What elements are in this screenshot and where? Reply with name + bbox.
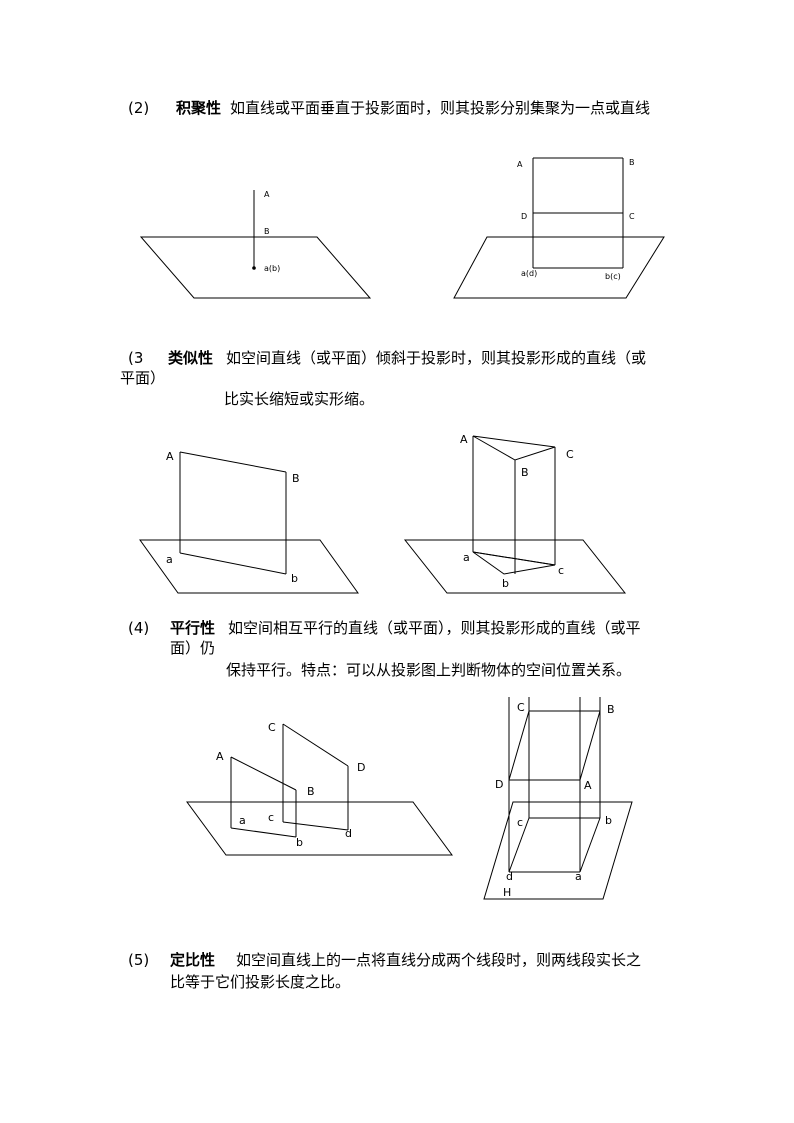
section-5-description-wrap: 比等于它们投影长度之比。 [170, 973, 351, 991]
section-5-description: 如空间直线上的一点将直线分成两个线段时，则两线段实长之 [236, 951, 642, 969]
section-2-description: 如直线或平面垂直于投影面时，则其投影分别集聚为一点或直线 [230, 99, 651, 117]
fig5-label-B: B [307, 785, 315, 798]
section-4-description: 如空间相互平行的直线（或平面），则其投影形成的直线（或平 [228, 619, 641, 637]
fig5-projection-plane [186, 801, 453, 856]
fig6-label-a: a [575, 870, 582, 883]
fig6-label-b: b [605, 814, 612, 827]
fig6-label-A: A [584, 779, 592, 792]
fig2-label-B: B [629, 158, 635, 167]
section-3-number: (3 [128, 349, 144, 367]
fig3-label-B: B [292, 472, 300, 485]
fig4-label-c: c [558, 564, 564, 577]
figure-6-parallel-planes: C B D A c b d a H [483, 697, 633, 900]
fig6-edge-DC [508, 710, 530, 781]
fig6-label-D: D [495, 778, 503, 791]
fig3-label-b: b [291, 572, 298, 585]
fig2-label-D: D [521, 212, 527, 221]
figure-5-parallel-lines: A B C D a b c d [186, 721, 453, 856]
fig4-label-A: A [460, 433, 468, 446]
fig5-label-C: C [268, 721, 276, 734]
fig6-proj-ab [579, 817, 601, 873]
fig2-label-proj-right: b(c) [605, 272, 621, 281]
fig6-projection-plane [483, 801, 633, 900]
figure-2-plane-perpendicular: A B D C a(d) b(c) [453, 157, 665, 299]
fig2-projection-plane [453, 236, 665, 299]
fig3-label-a: a [166, 553, 173, 566]
section-2-term: 积聚性 [176, 99, 222, 117]
fig3-label-A: A [166, 450, 174, 463]
fig5-projection-ab [230, 827, 297, 838]
section-3-description-wrap: 平面） [120, 369, 166, 387]
section-5-number: (5) [128, 951, 150, 969]
fig4-triangle-ABC [472, 435, 556, 461]
fig3-line-AB [179, 451, 287, 473]
section-5-term: 定比性 [170, 951, 216, 969]
section-4-description-wrap: 面）仍 [170, 639, 216, 657]
fig1-label-B: B [264, 227, 270, 236]
fig5-label-d: d [345, 827, 352, 840]
figure-3-inclined-line: A B a b [139, 450, 359, 594]
fig6-label-C: C [517, 701, 525, 714]
section-3-description-cont: 比实长缩短或实形缩。 [224, 390, 375, 408]
fig6-label-B: B [607, 703, 615, 716]
fig5-line-AB [230, 756, 297, 791]
fig5-label-A: A [216, 750, 224, 763]
fig5-line-CD [282, 723, 349, 767]
section-3-description: 如空间直线（或平面）倾斜于投影时，则其投影形成的直线（或 [226, 349, 647, 367]
section-4-term: 平行性 [170, 619, 216, 637]
fig1-label-proj: a(b) [264, 264, 280, 273]
fig5-label-a: a [239, 814, 246, 827]
figure-1-line-perpendicular: A B a(b) [139, 190, 372, 299]
fig1-label-A: A [264, 190, 270, 199]
fig3-projection-plane [139, 539, 359, 594]
fig6-label-d: d [506, 870, 513, 883]
fig4-label-a: a [463, 551, 470, 564]
fig6-label-c: c [517, 816, 523, 829]
fig4-projection-ac [472, 551, 556, 566]
fig6-proj-dc [508, 817, 530, 873]
fig2-label-C: C [629, 212, 635, 221]
section-3-term: 类似性 [168, 349, 214, 367]
fig4-label-C: C [566, 448, 574, 461]
fig1-projection-plane [139, 236, 372, 299]
fig6-edge-AB [579, 710, 601, 781]
section-4-description-cont: 保持平行。特点：可以从投影图上判断物体的空间位置关系。 [226, 661, 632, 679]
fig4-label-B: B [521, 466, 529, 479]
fig5-label-D: D [357, 761, 365, 774]
fig2-label-proj-left: a(d) [521, 269, 537, 278]
section-2-number: (2) [128, 99, 150, 117]
fig3-projection-ab [179, 552, 287, 575]
fig4-label-b: b [502, 577, 509, 590]
fig4-projection-plane [403, 539, 627, 594]
figure-4-inclined-triangle: A B C a b c [403, 433, 627, 594]
fig5-label-c: c [268, 811, 274, 824]
fig1-projection-point [252, 266, 256, 270]
fig5-projection-cd [282, 821, 349, 831]
fig6-label-H: H [503, 886, 511, 899]
fig2-label-A: A [517, 160, 523, 169]
fig5-label-b: b [296, 836, 303, 849]
section-4-number: (4) [128, 619, 150, 637]
